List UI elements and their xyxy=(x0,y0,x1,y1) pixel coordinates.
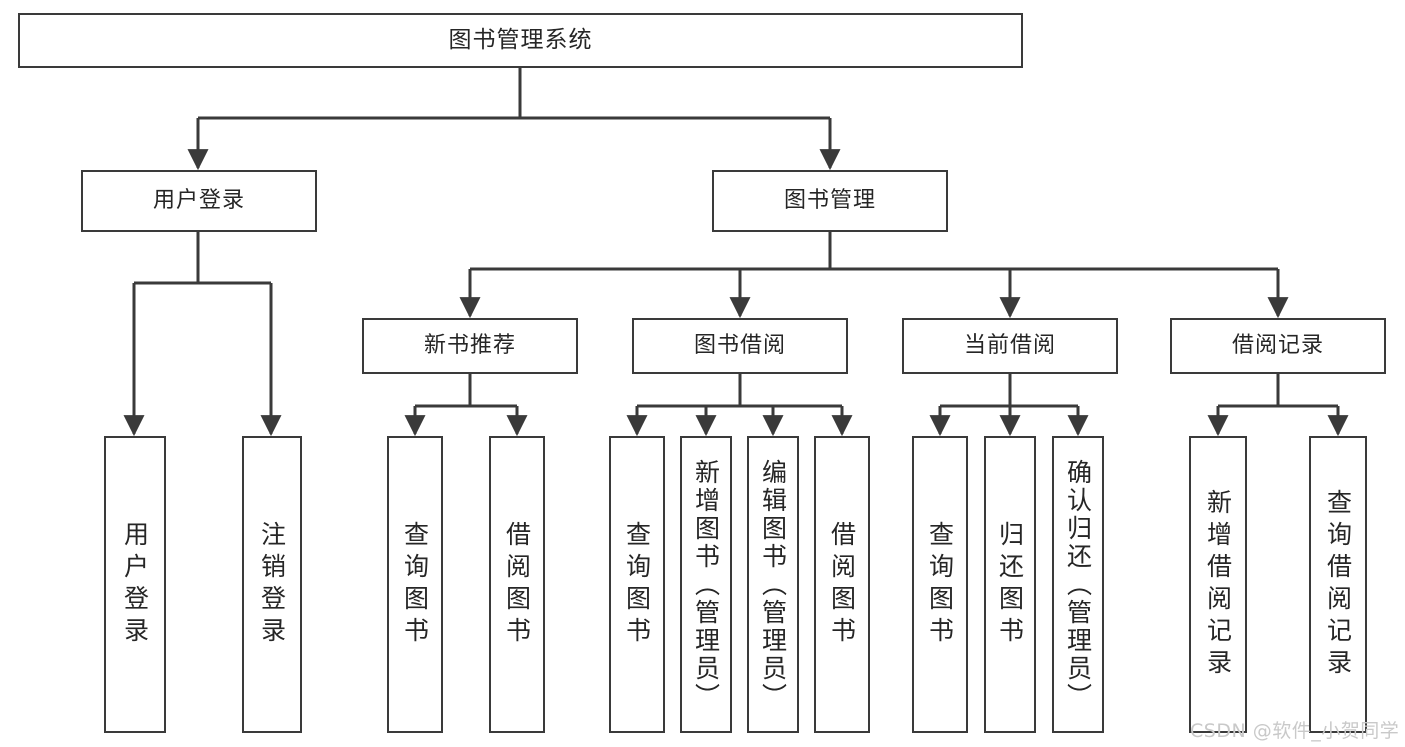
node-leaf-rec-add-record[interactable]: 新增借阅记录 xyxy=(1189,436,1247,733)
node-leaf-cur-query-book[interactable]: 查询图书 xyxy=(912,436,968,733)
node-leaf-cur-return-book[interactable]: 归还图书 xyxy=(984,436,1036,733)
node-book-manage[interactable]: 图书管理 xyxy=(712,170,948,232)
node-leaf-user-login[interactable]: 用户登录 xyxy=(104,436,166,733)
node-label: 编辑图书（管理员） xyxy=(758,458,788,711)
node-current-borrow[interactable]: 当前借阅 xyxy=(902,318,1118,374)
node-leaf-rec-query-record[interactable]: 查询借阅记录 xyxy=(1309,436,1367,733)
node-leaf-borrow-add-book[interactable]: 新增图书（管理员） xyxy=(680,436,732,733)
node-label: 图书管理系统 xyxy=(448,26,593,53)
node-label: 借阅记录 xyxy=(1231,332,1324,358)
node-label: 用户登录 xyxy=(120,520,150,649)
node-label: 查询借阅记录 xyxy=(1323,488,1353,681)
node-label: 图书管理 xyxy=(783,187,876,213)
node-label: 查询图书 xyxy=(400,520,430,649)
node-root-book-management-system[interactable]: 图书管理系统 xyxy=(18,13,1023,68)
node-label: 查询图书 xyxy=(622,520,652,649)
node-book-borrow[interactable]: 图书借阅 xyxy=(632,318,848,374)
node-label: 借阅图书 xyxy=(827,520,857,649)
node-label: 新增图书（管理员） xyxy=(691,458,721,711)
node-label: 用户登录 xyxy=(152,187,245,213)
node-label: 图书借阅 xyxy=(693,332,786,358)
node-label: 借阅图书 xyxy=(502,520,532,649)
node-label: 确认归还（管理员） xyxy=(1063,458,1093,711)
node-leaf-borrow-borrow-book[interactable]: 借阅图书 xyxy=(814,436,870,733)
node-leaf-rec-borrow-book[interactable]: 借阅图书 xyxy=(489,436,545,733)
node-label: 新书推荐 xyxy=(423,332,516,358)
node-leaf-borrow-query-book[interactable]: 查询图书 xyxy=(609,436,665,733)
node-label: 当前借阅 xyxy=(963,332,1056,358)
csdn-watermark: CSDN @软件_小贺同学 xyxy=(1190,720,1400,742)
node-user-login[interactable]: 用户登录 xyxy=(81,170,317,232)
node-leaf-rec-query-book[interactable]: 查询图书 xyxy=(387,436,443,733)
node-leaf-user-logout[interactable]: 注销登录 xyxy=(242,436,302,733)
node-label: 查询图书 xyxy=(925,520,955,649)
node-label: 新增借阅记录 xyxy=(1203,488,1233,681)
node-leaf-cur-confirm-return[interactable]: 确认归还（管理员） xyxy=(1052,436,1104,733)
node-label: 注销登录 xyxy=(257,520,287,649)
node-borrow-record[interactable]: 借阅记录 xyxy=(1170,318,1386,374)
node-label: 归还图书 xyxy=(995,520,1025,649)
node-leaf-borrow-edit-book[interactable]: 编辑图书（管理员） xyxy=(747,436,799,733)
node-new-book-rec[interactable]: 新书推荐 xyxy=(362,318,578,374)
